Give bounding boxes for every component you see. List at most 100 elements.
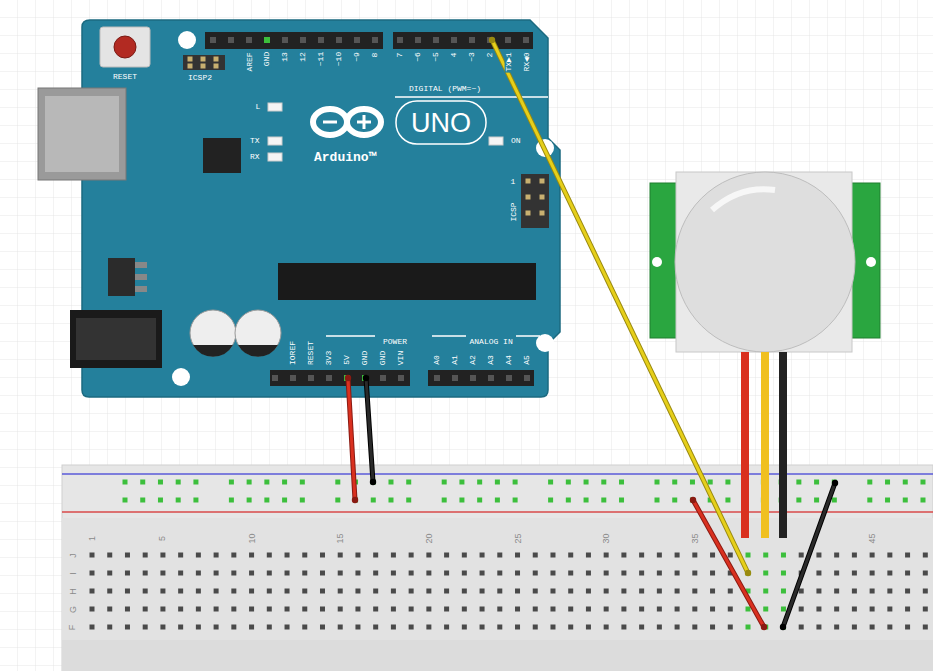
icsp-header [214, 57, 219, 62]
breadboard [62, 465, 933, 671]
breadboard [62, 640, 933, 671]
breadboard-hole [604, 589, 609, 594]
breadboard-hole [781, 589, 786, 594]
breadboard-hole [285, 607, 290, 612]
pin-header [290, 375, 296, 381]
breadboard-hole [746, 553, 751, 558]
breadboard-hole [388, 480, 393, 485]
icsp-header [540, 195, 545, 200]
pin-header [205, 32, 383, 49]
breadboard-hole [657, 607, 662, 612]
breadboard-hole [178, 625, 183, 630]
breadboard-hole [905, 607, 910, 612]
jumper-wire [693, 500, 764, 627]
breadboard-hole [870, 625, 875, 630]
column-number: 45 [868, 532, 877, 544]
pin-label: 5V [343, 354, 351, 366]
breadboard-hole [267, 625, 272, 630]
breadboard-hole [196, 625, 201, 630]
breadboard-hole [584, 480, 589, 485]
pin-label: 8 [371, 51, 379, 58]
breadboard-hole [692, 553, 697, 558]
breadboard-hole [302, 625, 307, 630]
breadboard-hole [887, 571, 892, 576]
breadboard-hole [710, 589, 715, 594]
icsp-header [188, 57, 545, 216]
pin-header [488, 375, 494, 381]
mounting-hole [172, 31, 554, 386]
breadboard-hole [495, 498, 500, 503]
breadboard-hole [550, 571, 555, 576]
breadboard-hole [816, 553, 821, 558]
row-letter: J [68, 552, 77, 559]
pin-label: A5 [523, 354, 531, 366]
breadboard-hole [196, 553, 201, 558]
breadboard-hole [285, 571, 290, 576]
breadboard-hole [533, 625, 538, 630]
breadboard-hole [601, 498, 606, 503]
breadboard-hole [725, 498, 730, 503]
breadboard-hole [816, 589, 821, 594]
pin-label: TX▶1 [504, 51, 512, 72]
breadboard-hole [193, 480, 198, 485]
breadboard-hole [371, 480, 376, 485]
breadboard-hole [462, 571, 467, 576]
breadboard-hole [196, 607, 201, 612]
pin-header [336, 37, 342, 43]
breadboard-hole [231, 625, 236, 630]
breadboard-hole [176, 480, 181, 485]
breadboard-hole [497, 589, 502, 594]
breadboard-hole [338, 589, 343, 594]
pin-header [264, 37, 270, 43]
breadboard-hole [267, 571, 272, 576]
pin-label: 7 [396, 51, 404, 58]
breadboard-hole [249, 607, 254, 612]
breadboard-hole [497, 625, 502, 630]
breadboard-hole [178, 553, 183, 558]
breadboard-hole [870, 553, 875, 558]
breadboard-hole [391, 625, 396, 630]
breadboard-hole [462, 553, 467, 558]
header-label: ICSP2 [187, 74, 213, 82]
breadboard-hole [355, 589, 360, 594]
led [489, 137, 503, 145]
breadboard-hole [406, 480, 411, 485]
column-number: 25 [513, 532, 522, 544]
icsp-header [540, 179, 545, 184]
breadboard-hole [852, 571, 857, 576]
breadboard-hole [601, 480, 606, 485]
breadboard-hole [746, 625, 751, 630]
breadboard-hole [143, 607, 148, 612]
breadboard-hole [548, 480, 553, 485]
breadboard-hole [320, 589, 325, 594]
breadboard-hole [515, 589, 520, 594]
pin-header [524, 375, 530, 381]
breadboard-hole [763, 607, 768, 612]
pin-label: GND [361, 350, 369, 366]
icsp-header [521, 174, 549, 228]
breadboard-hole [816, 625, 821, 630]
breadboard-hole [125, 571, 130, 576]
breadboard [62, 465, 933, 671]
breadboard-hole [442, 480, 447, 485]
breadboard-hole [834, 625, 839, 630]
breadboard-hole [834, 589, 839, 594]
breadboard-hole [125, 553, 130, 558]
pin-label: RX◀0 [522, 51, 530, 72]
breadboard-hole [477, 480, 482, 485]
breadboard-hole [639, 607, 644, 612]
pin-header [354, 37, 360, 43]
breadboard-hole [264, 480, 269, 485]
microcontroller-chip [278, 263, 536, 300]
breadboard-hole [799, 607, 804, 612]
breadboard-hole [781, 553, 786, 558]
breadboard-hole [285, 553, 290, 558]
pin-label: ~5 [432, 51, 440, 63]
pir-sensor [675, 172, 855, 352]
arduino-logo [323, 121, 337, 124]
breadboard-hole [373, 607, 378, 612]
reset-button [114, 36, 136, 58]
breadboard-hole [887, 589, 892, 594]
jumper-wire [366, 378, 373, 482]
breadboard-hole [391, 553, 396, 558]
